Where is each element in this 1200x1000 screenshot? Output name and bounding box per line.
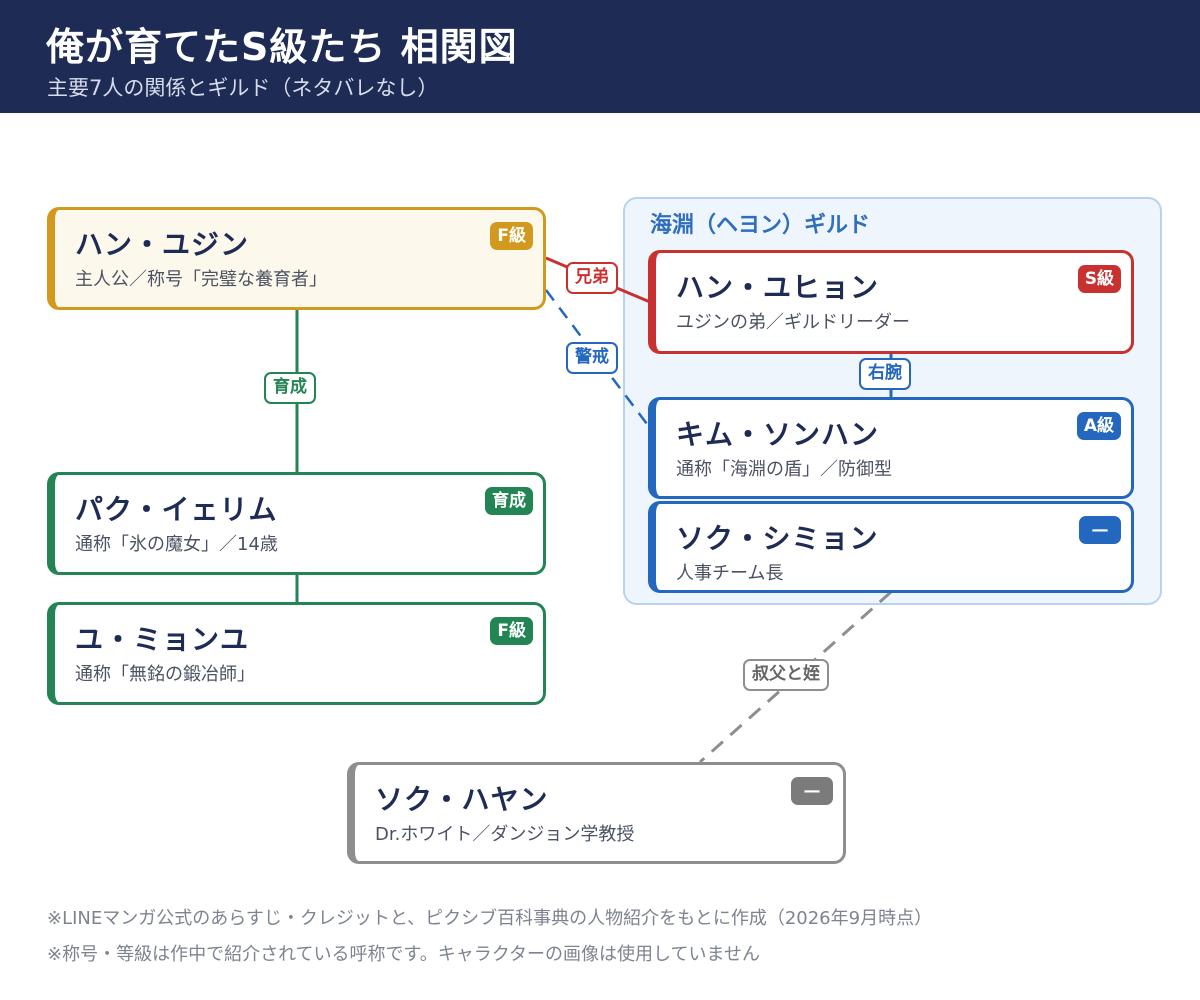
page-title: 俺が育てたS級たち 相関図	[46, 25, 518, 69]
character-description: 通称「無銘の鍛冶師」	[75, 664, 255, 685]
character-card-yu-myungu: ユ・ミョンユ 通称「無銘の鍛冶師」 F級	[47, 602, 546, 705]
character-name: キム・ソンハン	[676, 418, 880, 451]
edge-label-shukufu: 叔父と姪	[743, 659, 829, 691]
character-card-kim-sonhan: キム・ソンハン 通称「海淵の盾」／防御型 A級	[648, 397, 1134, 499]
guild-label: 海淵（ヘヨン）ギルド	[650, 213, 871, 238]
edge-label-keikai: 警戒	[566, 342, 618, 374]
character-card-han-yujin: ハン・ユジン 主人公／称号「完璧な養育者」 F級	[47, 207, 546, 310]
character-name: ソク・ハヤン	[375, 783, 549, 816]
character-description: 人事チーム長	[676, 563, 784, 584]
character-name: ソク・シミョン	[676, 522, 879, 555]
rank-badge: 育成	[485, 487, 533, 515]
character-description: 主人公／称号「完璧な養育者」	[75, 269, 327, 290]
character-description: 通称「海淵の盾」／防御型	[676, 459, 892, 480]
character-name: ハン・ユジン	[75, 228, 250, 261]
character-description: 通称「氷の魔女」／14歳	[75, 534, 278, 555]
character-name: ハン・ユヒョン	[676, 271, 880, 304]
rank-badge: —	[791, 777, 833, 805]
character-description: Dr.ホワイト／ダンジョン学教授	[375, 824, 635, 845]
character-card-sok-simyon: ソク・シミョン 人事チーム長 —	[648, 501, 1134, 593]
edge-line-keikai	[545, 289, 651, 429]
footnote-note: ※称号・等級は作中で紹介されている呼称です。キャラクターの画像は使用していません	[47, 944, 760, 965]
edge-label-ikusei: 育成	[264, 372, 316, 404]
rank-badge: —	[1079, 516, 1121, 544]
character-description: ユジンの弟／ギルドリーダー	[676, 312, 910, 333]
edge-label-uwan: 右腕	[859, 358, 911, 390]
character-card-han-yuhyon: ハン・ユヒョン ユジンの弟／ギルドリーダー S級	[648, 250, 1134, 354]
rank-badge: S級	[1077, 265, 1121, 293]
page-subtitle: 主要7人の関係とギルド（ネタバレなし）	[47, 76, 439, 100]
rank-badge: F級	[490, 222, 533, 250]
character-card-park-yerim: パク・イェリム 通称「氷の魔女」／14歳 育成	[47, 472, 546, 575]
footnote-source: ※LINEマンガ公式のあらすじ・クレジットと、ピクシブ百科事典の人物紹介をもとに…	[47, 908, 933, 929]
edge-label-kyoudai: 兄弟	[566, 262, 618, 294]
character-name: ユ・ミョンユ	[75, 623, 250, 656]
page-header: 俺が育てたS級たち 相関図 主要7人の関係とギルド（ネタバレなし）	[0, 0, 1200, 113]
rank-badge: A級	[1076, 412, 1121, 440]
character-card-sok-hayan: ソク・ハヤン Dr.ホワイト／ダンジョン学教授 —	[347, 762, 846, 864]
rank-badge: F級	[490, 617, 533, 645]
character-name: パク・イェリム	[75, 493, 278, 526]
